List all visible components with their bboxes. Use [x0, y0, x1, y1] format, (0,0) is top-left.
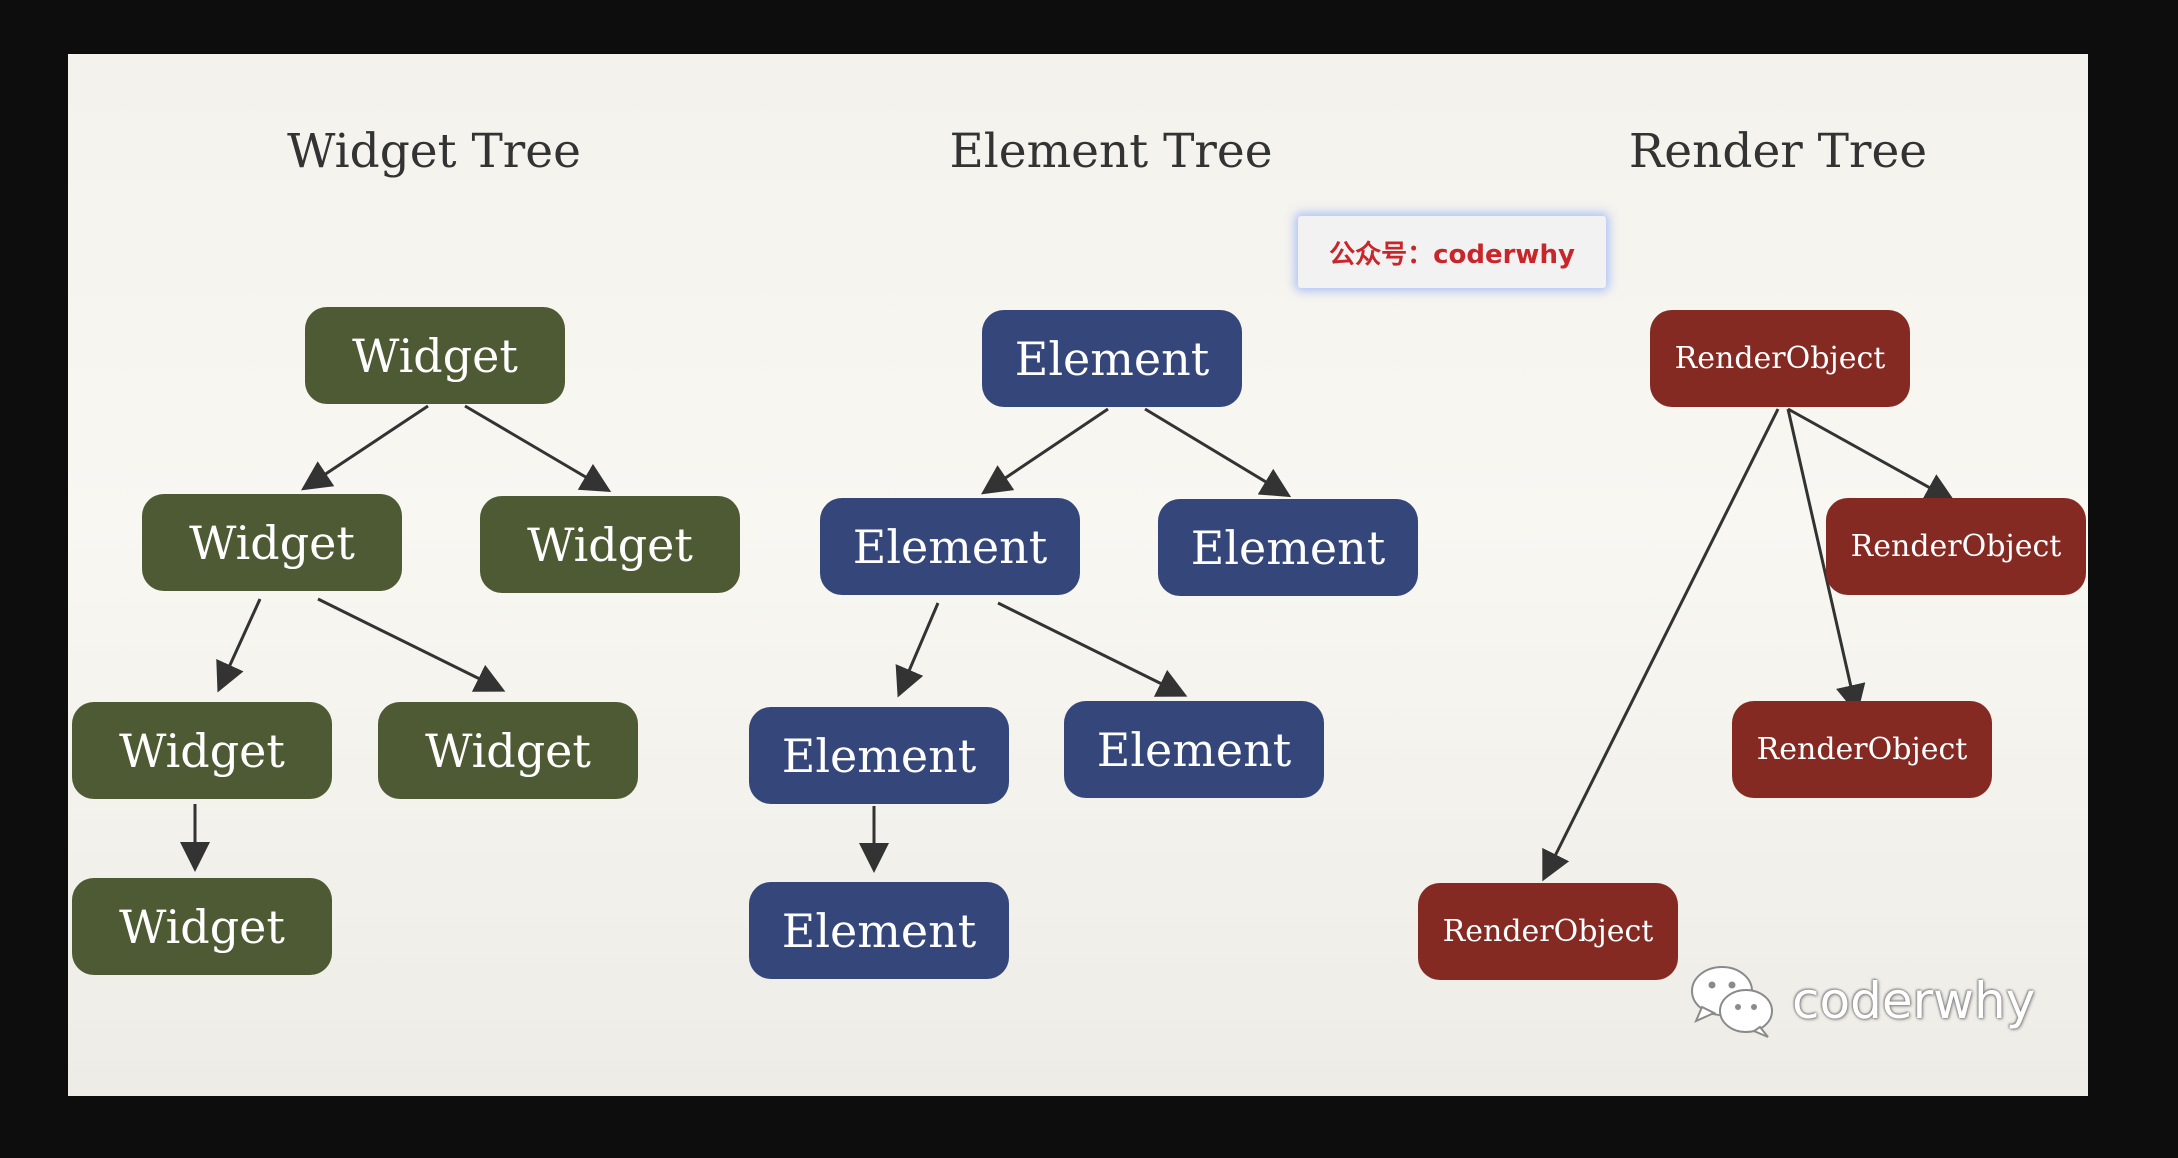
element-arrow — [1144, 407, 1292, 498]
widget-node-leaf: Widget — [72, 878, 332, 975]
widget-node-left-right: Widget — [378, 702, 638, 799]
element-node-left-left: Element — [749, 707, 1009, 804]
widget-node-root: Widget — [305, 307, 565, 404]
widget-arrow — [301, 404, 429, 491]
element-tree-title: Element Tree — [949, 124, 1273, 179]
watermark-text: coderwhy — [1792, 972, 2036, 1030]
render-node-root: RenderObject — [1650, 310, 1910, 407]
element-arrow — [981, 407, 1109, 495]
widget-node-right: Widget — [480, 496, 740, 593]
widget-node-left-left: Widget — [72, 702, 332, 799]
element-node-leaf: Element — [749, 882, 1009, 979]
render-node-right: RenderObject — [1826, 498, 2086, 595]
watermark: coderwhy — [1688, 961, 2035, 1041]
widget-arrow — [216, 598, 262, 693]
widget-arrow — [464, 404, 612, 493]
element-node-root: Element — [982, 310, 1242, 407]
render-arrow — [1786, 408, 1866, 715]
element-node-left: Element — [820, 498, 1080, 595]
element-arrow — [895, 602, 940, 698]
render-node-bottom-left: RenderObject — [1418, 883, 1678, 980]
element-arrow — [997, 601, 1188, 697]
widget-tree-title: Widget Tree — [287, 124, 581, 179]
element-node-right: Element — [1158, 499, 1418, 596]
render-tree-title: Render Tree — [1628, 124, 1928, 179]
account-tag: 公众号：coderwhy — [1298, 216, 1606, 288]
element-node-left-right: Element — [1064, 701, 1324, 798]
widget-node-left: Widget — [142, 494, 402, 591]
slide: Widget Tree Element Tree Render Tree Wid… — [68, 54, 2088, 1096]
wechat-icon — [1691, 966, 1773, 1038]
render-arrow — [1787, 407, 1956, 502]
connector-arrows — [180, 404, 1956, 882]
render-node-middle: RenderObject — [1732, 701, 1992, 798]
widget-arrow — [317, 597, 506, 692]
render-arrow — [1542, 408, 1780, 882]
